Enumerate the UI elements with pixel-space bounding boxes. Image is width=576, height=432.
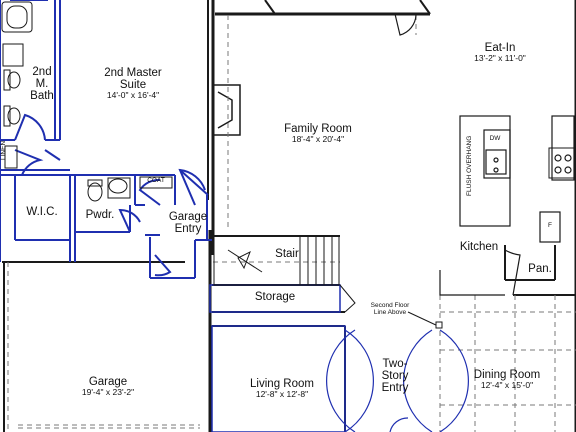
garage-name: Garage <box>88 376 128 388</box>
suite-label-line2: Suite <box>119 79 147 92</box>
second-floor-line-label: Second Floor Line Above <box>370 302 410 317</box>
room-label-family-room: Family Room 18'-4" x 20'-4" <box>284 123 352 144</box>
entry-line3: Entry <box>381 382 409 395</box>
room-label-storage: Storage <box>254 291 296 303</box>
suite-label-line1: 2nd Master <box>104 67 162 79</box>
bath-fixtures <box>1 1 173 202</box>
dining-room-name: Dining Room <box>473 369 541 381</box>
room-label-pantry: Pan. <box>528 263 552 275</box>
room-label-powder: Pwdr. <box>85 209 115 221</box>
entry-line1: Two- <box>382 358 408 370</box>
second-floor-line1: Second Floor <box>370 302 410 309</box>
room-label-eat-in: Eat-In 13'-2" x 11'-0" <box>474 42 526 63</box>
eat-in-dims: 13'-2" x 11'-0" <box>474 53 526 64</box>
coat-label: COAT <box>147 177 165 184</box>
bath-label-line3: Bath <box>30 90 54 103</box>
linen-label: LINEN <box>0 140 7 160</box>
eat-in-door <box>394 13 417 36</box>
dining-room-dims: 12'-4" x 15'-0" <box>480 380 534 391</box>
garage-entry-line2: Entry <box>174 223 202 236</box>
second-floor-leader <box>407 311 443 329</box>
bath-label-line1: 2nd <box>32 66 52 78</box>
garage-dims: 19'-4" x 23'-2" <box>81 387 135 398</box>
room-label-stair: Stair <box>275 248 299 260</box>
room-label-two-story-entry: Two- Story Entry <box>382 358 409 394</box>
bath-label-line2: M. <box>35 78 49 91</box>
stair <box>213 235 356 313</box>
garage-entry-line1: Garage <box>168 211 208 223</box>
kitchen-island <box>439 115 575 296</box>
entry-doors <box>326 329 469 432</box>
room-label-living-room: Living Room 12'-8" x 12'-8" <box>250 378 314 399</box>
room-label-garage: Garage 19'-4" x 23'-2" <box>82 376 134 397</box>
room-label-kitchen: Kitchen <box>459 241 499 253</box>
family-room-dims: 18'-4" x 20'-4" <box>291 134 345 145</box>
plan-outlines <box>209 284 346 432</box>
exterior-walls <box>208 0 576 432</box>
flush-overhang-label: FLUSH OVERHANG <box>466 135 473 196</box>
room-label-2nd-m-bath: 2nd M. Bath <box>30 66 54 102</box>
fridge-label: F <box>548 222 552 229</box>
fireplace <box>213 84 241 136</box>
suite-dims: 14'-0" x 16'-4" <box>106 90 160 101</box>
dw-label: DW <box>489 135 501 142</box>
living-room-dims: 12'-8" x 12'-8" <box>255 389 309 400</box>
eat-in-name: Eat-In <box>484 42 516 54</box>
family-room-name: Family Room <box>284 123 352 135</box>
second-floor-line2: Line Above <box>373 308 407 316</box>
room-label-dining-room: Dining Room 12'-4" x 15'-0" <box>474 369 540 390</box>
dashed-lines <box>7 15 576 432</box>
upper-left-wing <box>0 0 212 279</box>
room-label-2nd-master-suite: 2nd Master Suite 14'-0" x 16'-4" <box>104 67 162 100</box>
room-label-wic: W.I.C. <box>26 206 58 218</box>
entry-line2: Story <box>381 370 409 383</box>
room-label-garage-entry: Garage Entry <box>169 211 207 235</box>
living-room-name: Living Room <box>250 378 314 390</box>
range <box>548 147 575 179</box>
